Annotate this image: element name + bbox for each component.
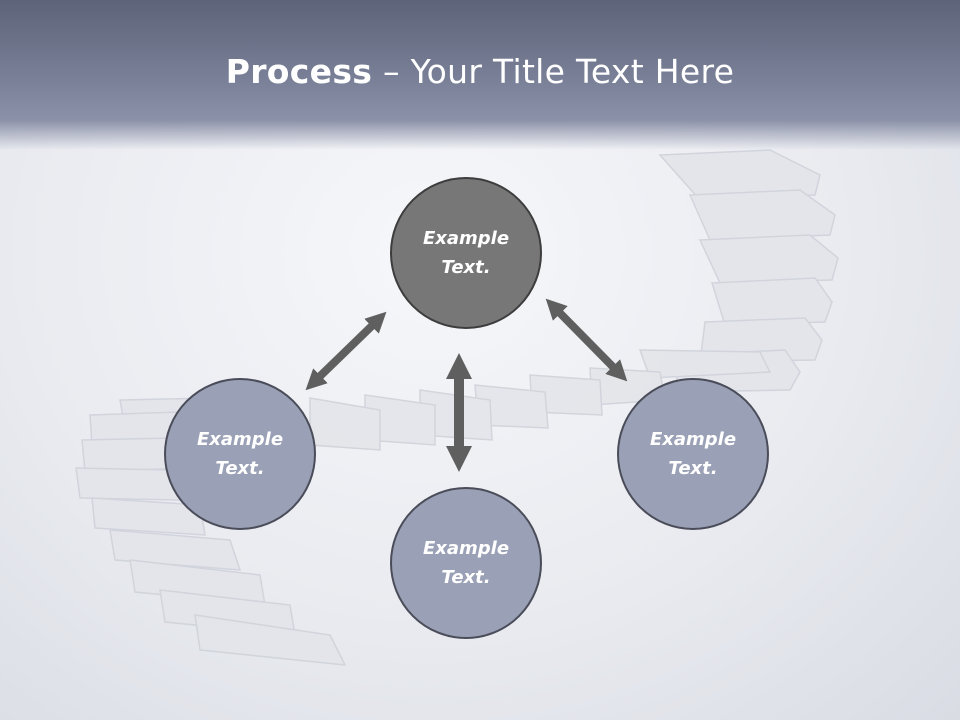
title-rest: – Your Title Text Here (372, 52, 735, 91)
title-bold: Process (225, 52, 373, 91)
arrow-top-left (305, 311, 387, 391)
node-text-line1: Example (649, 429, 737, 450)
arrow-top-right (545, 298, 628, 382)
node-text-line2: Text. (215, 458, 265, 479)
header-band (0, 0, 960, 150)
node-text-line1: Example (422, 538, 510, 559)
node-text-line2: Text. (441, 257, 491, 278)
node-text-line2: Text. (668, 458, 718, 479)
node-text-line2: Text. (441, 567, 491, 588)
node-text-line1: Example (422, 228, 510, 249)
slide-title: Process – Your Title Text Here (0, 52, 960, 91)
node-text-line1: Example (196, 429, 284, 450)
